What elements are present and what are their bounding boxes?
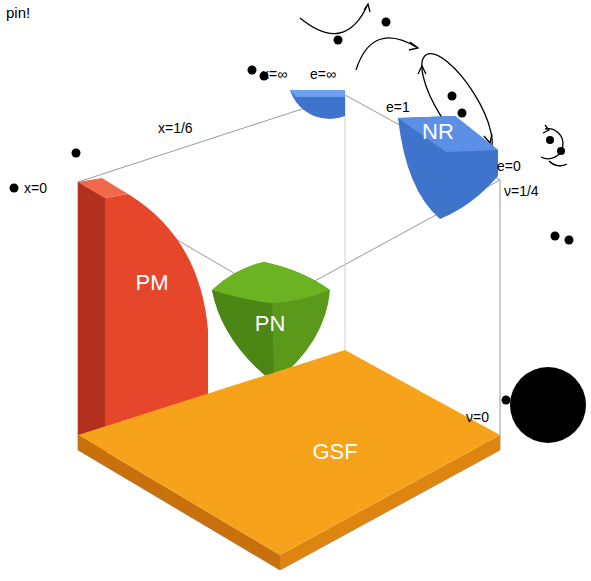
axis-value: e=1 bbox=[386, 99, 410, 115]
nr-region: NR bbox=[392, 106, 502, 224]
region-face bbox=[398, 116, 498, 152]
region-label: NR bbox=[422, 119, 454, 145]
scatter-curve bbox=[356, 38, 418, 70]
orbit-curves bbox=[300, 4, 567, 166]
region-face bbox=[212, 290, 274, 383]
region-label: GSF bbox=[312, 439, 357, 465]
axis-value: ν=0 bbox=[466, 409, 489, 425]
body-dot bbox=[448, 92, 457, 101]
corner-note: pin! bbox=[6, 4, 30, 21]
body-dot bbox=[458, 109, 467, 118]
circular-orbit bbox=[549, 161, 567, 166]
arrow-head bbox=[364, 4, 370, 12]
region-face bbox=[398, 116, 498, 219]
arrow-head bbox=[409, 42, 418, 50]
circular-orbit bbox=[541, 129, 563, 159]
blue-region-top bbox=[290, 90, 345, 97]
body-dot bbox=[502, 396, 511, 405]
blue-region bbox=[290, 90, 345, 119]
body-dot bbox=[10, 184, 19, 193]
region-label: PM bbox=[136, 270, 169, 296]
body-dot bbox=[565, 236, 574, 245]
axis-value: x=∞ bbox=[262, 66, 287, 82]
body-dot bbox=[546, 136, 554, 144]
body-dot bbox=[72, 149, 81, 158]
region-face bbox=[78, 350, 500, 555]
axis-value: e=∞ bbox=[310, 66, 336, 82]
axis-value: e=0 bbox=[497, 158, 521, 174]
axis-value: x=0 bbox=[24, 180, 47, 196]
axis-value: ν=1/4 bbox=[504, 183, 539, 199]
cube-frame bbox=[78, 95, 500, 570]
region-shape bbox=[76, 348, 502, 574]
region-face bbox=[78, 178, 128, 198]
body-dot bbox=[551, 232, 560, 241]
axis-value: x=1/6 bbox=[158, 120, 193, 136]
region-face bbox=[78, 182, 105, 452]
gsf-slab: GSF bbox=[76, 348, 502, 574]
frame-edge bbox=[500, 180, 501, 450]
black-hole bbox=[510, 367, 586, 443]
body-dot bbox=[334, 36, 343, 45]
scatter-curve bbox=[300, 4, 368, 34]
arrow-head bbox=[418, 66, 426, 74]
frame-hidden-edge bbox=[345, 95, 346, 365]
region-face bbox=[212, 262, 330, 303]
region-label: PN bbox=[255, 311, 286, 337]
body-dot bbox=[248, 66, 257, 75]
body-dot bbox=[382, 18, 391, 27]
arrow-head bbox=[543, 125, 549, 133]
